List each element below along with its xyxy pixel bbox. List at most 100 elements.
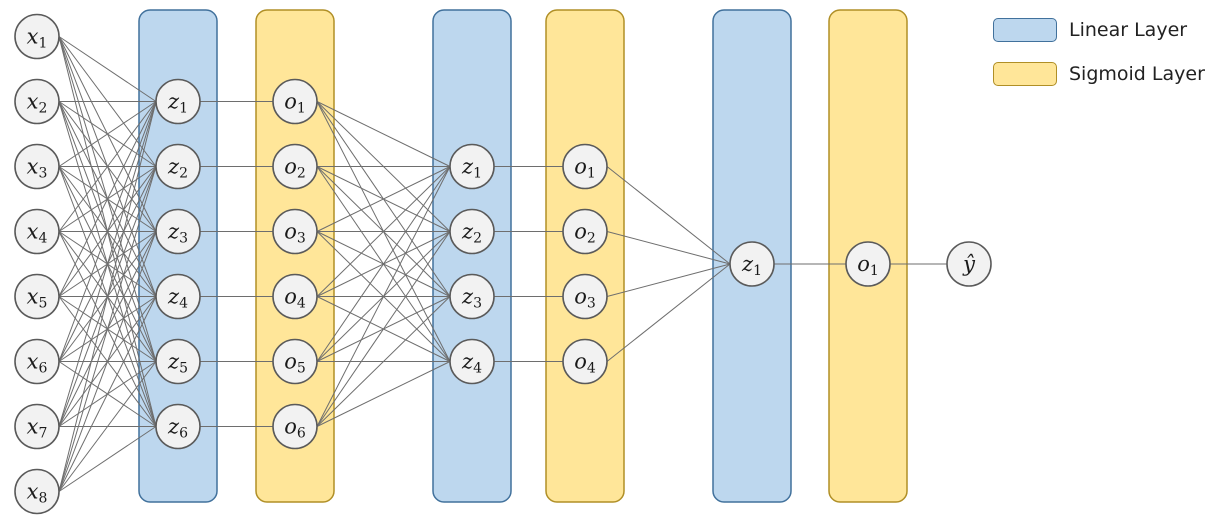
input-node: x2 — [14, 78, 60, 125]
node-circle — [14, 338, 60, 385]
sigmoid-layer-bar-1 — [255, 9, 335, 503]
connection-edge — [58, 101, 157, 232]
input-node: x5 — [14, 273, 60, 320]
node-circle — [562, 143, 608, 190]
node-label: o4 — [284, 285, 306, 312]
node-label: z1 — [461, 155, 482, 182]
node-label: x2 — [27, 90, 48, 117]
node-label: o2 — [574, 220, 596, 247]
node-label: z2 — [167, 155, 188, 182]
sigmoid-node: o2 — [562, 208, 608, 255]
node-circle — [155, 273, 201, 320]
legend-label: Linear Layer — [1069, 19, 1188, 41]
connections — [58, 36, 947, 492]
sigmoid-layer-bar-2 — [545, 9, 625, 503]
linear-node: z2 — [449, 208, 495, 255]
linear-node: z6 — [155, 403, 201, 450]
node-label: x1 — [27, 25, 48, 52]
node-label: o3 — [574, 285, 596, 312]
node-label: o6 — [284, 415, 306, 442]
connection-edge — [58, 101, 157, 362]
node-circle — [155, 78, 201, 125]
connection-edge — [58, 36, 157, 102]
node-circle — [155, 208, 201, 255]
node-circle — [449, 273, 495, 320]
node-label: o4 — [574, 350, 596, 377]
connection-edge — [316, 166, 451, 232]
node-circle — [562, 208, 608, 255]
input-node: x1 — [14, 13, 60, 60]
node-circle — [14, 403, 60, 450]
node-label: z3 — [461, 285, 482, 312]
node-circle — [562, 338, 608, 385]
node-label: z1 — [167, 90, 188, 117]
node-circle — [14, 273, 60, 320]
nodes: x1 x2 x3 x4 x5 x6 x7 x8 z1 z2 z3 z4 z5 z6 o1 o2 o3 o4 o5 o6… — [14, 13, 992, 515]
node-circle — [272, 78, 318, 125]
linear-node: z4 — [449, 338, 495, 385]
connection-edge — [58, 101, 157, 427]
node-label: x6 — [27, 350, 48, 377]
node-circle — [449, 143, 495, 190]
node-circle — [272, 273, 318, 320]
node-label: x5 — [27, 285, 48, 312]
node-label: o3 — [284, 220, 306, 247]
node-label: x4 — [27, 220, 48, 247]
sigmoid-node: o4 — [562, 338, 608, 385]
connection-edge — [316, 231, 451, 427]
input-node: x7 — [14, 403, 60, 450]
connection-edge — [58, 361, 157, 492]
node-label: z3 — [167, 220, 188, 247]
node-circle — [272, 208, 318, 255]
linear-layer-bar-1 — [138, 9, 218, 503]
linear-node: z1 — [155, 78, 201, 125]
node-circle — [14, 143, 60, 190]
node-label: z5 — [167, 350, 188, 377]
node-label: z2 — [461, 220, 482, 247]
linear-node: z1 — [729, 241, 775, 287]
sigmoid-node: o3 — [272, 208, 318, 255]
connection-edge — [606, 231, 731, 265]
node-circle — [272, 338, 318, 385]
linear-layer-swatch — [993, 18, 1057, 42]
sigmoid-node: o4 — [272, 273, 318, 320]
linear-node: z5 — [155, 338, 201, 385]
sigmoid-node: o2 — [272, 143, 318, 190]
connection-edge — [316, 296, 451, 427]
node-circle — [155, 403, 201, 450]
legend-label: Sigmoid Layer — [1069, 63, 1205, 85]
node-label: z6 — [167, 415, 188, 442]
node-label: x8 — [27, 480, 48, 507]
node-circle — [449, 338, 495, 385]
sigmoid-node: o5 — [272, 338, 318, 385]
sigmoid-layer-swatch — [993, 62, 1057, 86]
node-circle — [272, 403, 318, 450]
linear-node: z1 — [449, 143, 495, 190]
sigmoid-node: o6 — [272, 403, 318, 450]
input-node: x4 — [14, 208, 60, 255]
node-label: o1 — [284, 90, 306, 117]
sigmoid-node: o1 — [562, 143, 608, 190]
sigmoid-node: o3 — [562, 273, 608, 320]
node-circle — [562, 273, 608, 320]
connection-edge — [58, 231, 157, 492]
node-label: o5 — [284, 350, 306, 377]
node-circle — [155, 338, 201, 385]
node-label: x3 — [27, 155, 48, 182]
node-label: z4 — [167, 285, 188, 312]
connection-edge — [316, 166, 451, 362]
input-node: x6 — [14, 338, 60, 385]
node-label: o1 — [857, 252, 879, 279]
node-label: ŷ — [962, 252, 976, 276]
linear-node: z2 — [155, 143, 201, 190]
output-node: ŷ — [946, 241, 992, 287]
connection-edge — [316, 101, 451, 167]
node-circle — [14, 13, 60, 60]
sigmoid-node: o1 — [272, 78, 318, 125]
node-label: z1 — [741, 252, 762, 279]
connection-edge — [316, 166, 451, 297]
legend-item-sigmoid: Sigmoid Layer — [993, 58, 1205, 90]
linear-node: z4 — [155, 273, 201, 320]
connection-edge — [58, 101, 157, 492]
